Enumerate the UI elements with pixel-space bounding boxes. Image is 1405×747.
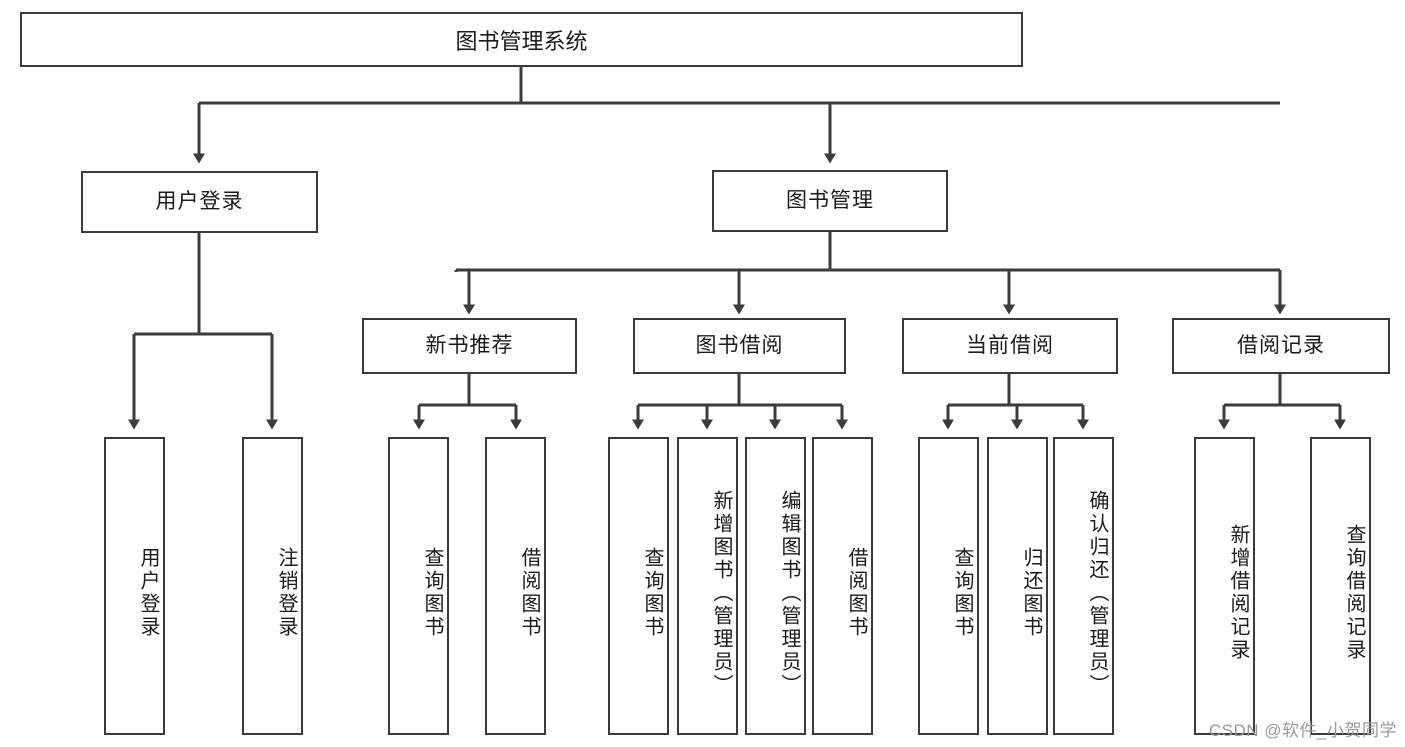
node-leaf-query-book-2[interactable]: 查询图书 bbox=[608, 437, 669, 735]
node-leaf-return-book-label: 归还图书 bbox=[1020, 547, 1042, 639]
node-leaf-add-record[interactable]: 新增借阅记录 bbox=[1194, 437, 1255, 735]
node-leaf-edit-book[interactable]: 编辑图书（管理员） bbox=[745, 437, 806, 735]
node-leaf-user-login-label: 用户登录 bbox=[137, 547, 159, 639]
node-current-borrow-label: 当前借阅 bbox=[966, 334, 1054, 358]
node-leaf-borrow-book-1[interactable]: 借阅图书 bbox=[485, 437, 546, 735]
node-borrow-record[interactable]: 借阅记录 bbox=[1172, 318, 1390, 374]
node-user-login[interactable]: 用户登录 bbox=[81, 171, 318, 233]
node-leaf-user-login[interactable]: 用户登录 bbox=[104, 437, 165, 735]
node-leaf-add-record-label: 新增借阅记录 bbox=[1227, 524, 1249, 662]
node-leaf-query-record-label: 查询借阅记录 bbox=[1343, 524, 1365, 662]
node-leaf-add-book[interactable]: 新增图书（管理员） bbox=[677, 437, 738, 735]
node-leaf-query-record[interactable]: 查询借阅记录 bbox=[1310, 437, 1371, 735]
node-book-borrow[interactable]: 图书借阅 bbox=[633, 318, 846, 374]
node-root-label: 图书管理系统 bbox=[455, 28, 588, 54]
node-leaf-borrow-book-1-label: 借阅图书 bbox=[518, 547, 540, 639]
node-leaf-confirm-return[interactable]: 确认归还（管理员） bbox=[1053, 437, 1114, 735]
node-user-login-label: 用户登录 bbox=[155, 190, 244, 214]
node-leaf-query-book-1-label: 查询图书 bbox=[421, 547, 443, 639]
node-book-borrow-label: 图书借阅 bbox=[695, 334, 784, 358]
node-new-book-recommend[interactable]: 新书推荐 bbox=[362, 318, 577, 374]
node-leaf-query-book-3-label: 查询图书 bbox=[951, 547, 973, 639]
node-leaf-borrow-book-2[interactable]: 借阅图书 bbox=[812, 437, 873, 735]
node-leaf-query-book-1[interactable]: 查询图书 bbox=[388, 437, 449, 735]
node-root[interactable]: 图书管理系统 bbox=[20, 12, 1023, 67]
node-leaf-user-logout[interactable]: 注销登录 bbox=[242, 437, 303, 735]
node-book-management[interactable]: 图书管理 bbox=[712, 170, 948, 232]
node-leaf-return-book[interactable]: 归还图书 bbox=[987, 437, 1048, 735]
node-leaf-query-book-2-label: 查询图书 bbox=[641, 547, 663, 639]
node-new-book-recommend-label: 新书推荐 bbox=[425, 334, 514, 358]
node-leaf-borrow-book-2-label: 借阅图书 bbox=[845, 547, 867, 639]
node-leaf-add-book-label: 新增图书（管理员） bbox=[710, 489, 732, 697]
node-current-borrow[interactable]: 当前借阅 bbox=[902, 318, 1118, 374]
node-leaf-user-logout-label: 注销登录 bbox=[275, 547, 297, 639]
node-leaf-edit-book-label: 编辑图书（管理员） bbox=[778, 489, 800, 697]
node-book-management-label: 图书管理 bbox=[786, 189, 874, 213]
node-leaf-query-book-3[interactable]: 查询图书 bbox=[918, 437, 979, 735]
watermark: CSDN @软件_小贺同学 bbox=[1208, 721, 1397, 740]
node-leaf-confirm-return-label: 确认归还（管理员） bbox=[1086, 489, 1108, 697]
node-borrow-record-label: 借阅记录 bbox=[1237, 334, 1325, 358]
